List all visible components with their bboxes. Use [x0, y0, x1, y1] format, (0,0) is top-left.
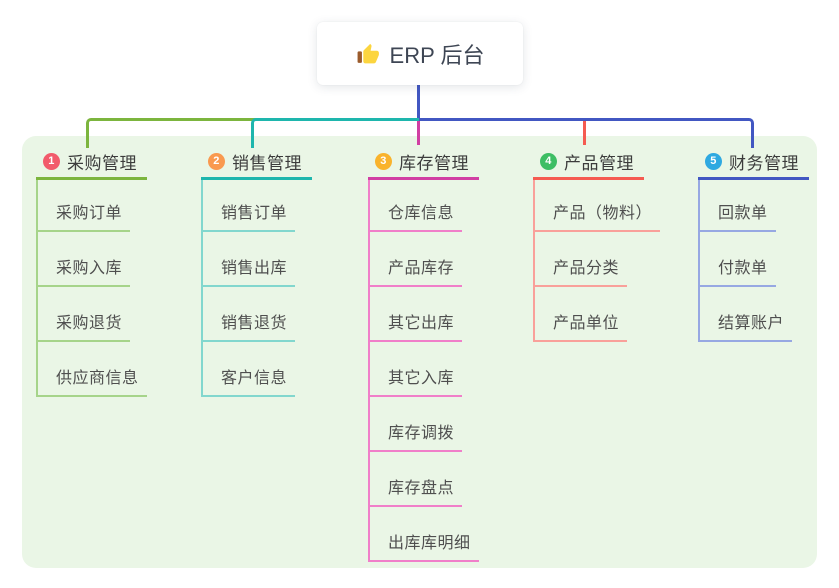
branch-number-badge: 2: [208, 152, 225, 170]
child-node[interactable]: 产品（物料）: [533, 199, 661, 232]
child-node[interactable]: 库存盘点: [368, 474, 463, 507]
bus-segment-3: [419, 118, 754, 148]
child-node[interactable]: 其它入库: [368, 364, 463, 397]
child-node[interactable]: 采购退货: [36, 309, 131, 342]
child-node[interactable]: 供应商信息: [36, 364, 147, 397]
child-node[interactable]: 销售退货: [201, 309, 296, 342]
branch-header-2[interactable]: 2 销售管理: [201, 145, 312, 180]
branch-spine-5: [698, 177, 700, 342]
branch-label: 采购管理: [67, 153, 137, 173]
bus-segment-1: [86, 118, 257, 148]
child-node[interactable]: 产品单位: [533, 309, 628, 342]
branch-header-4[interactable]: 4 产品管理: [533, 145, 644, 180]
branch-label: 产品管理: [564, 153, 634, 173]
child-node[interactable]: 销售出库: [201, 254, 296, 287]
branch-spine-1: [36, 177, 38, 397]
child-node[interactable]: 采购订单: [36, 199, 131, 232]
branch-spine-4: [533, 177, 535, 342]
child-node[interactable]: 采购入库: [36, 254, 131, 287]
canvas-panel: [22, 136, 817, 568]
child-node[interactable]: 客户信息: [201, 364, 296, 397]
branch-header-3[interactable]: 3 库存管理: [368, 145, 479, 180]
root-connector: [417, 85, 420, 118]
branch-4-drop: [583, 121, 586, 145]
child-node[interactable]: 出库库明细: [368, 529, 479, 562]
child-node[interactable]: 结算账户: [698, 309, 793, 342]
branch-number-badge: 4: [540, 152, 557, 170]
child-node[interactable]: 产品分类: [533, 254, 628, 287]
child-node[interactable]: 回款单: [698, 199, 776, 232]
child-node[interactable]: 仓库信息: [368, 199, 463, 232]
child-node[interactable]: 产品库存: [368, 254, 463, 287]
branch-label: 库存管理: [399, 153, 469, 173]
thumbs-up-icon: [357, 43, 379, 64]
branch-label: 销售管理: [232, 153, 302, 173]
child-node[interactable]: 库存调拨: [368, 419, 463, 452]
branch-number-badge: 3: [375, 152, 392, 170]
child-node[interactable]: 付款单: [698, 254, 776, 287]
branch-spine-3: [368, 177, 370, 562]
child-node[interactable]: 销售订单: [201, 199, 296, 232]
root-title: ERP 后台: [389, 42, 485, 68]
root-node[interactable]: ERP 后台: [317, 22, 523, 85]
branch-header-5[interactable]: 5 财务管理: [698, 145, 809, 180]
branch-header-1[interactable]: 1 采购管理: [36, 145, 147, 180]
branch-spine-2: [201, 177, 203, 397]
bus-segment-2: [251, 118, 422, 148]
branch-label: 财务管理: [729, 153, 799, 173]
branch-number-badge: 5: [705, 152, 722, 170]
branch-3-drop: [417, 121, 420, 145]
child-node[interactable]: 其它出库: [368, 309, 463, 342]
branch-number-badge: 1: [43, 152, 60, 170]
